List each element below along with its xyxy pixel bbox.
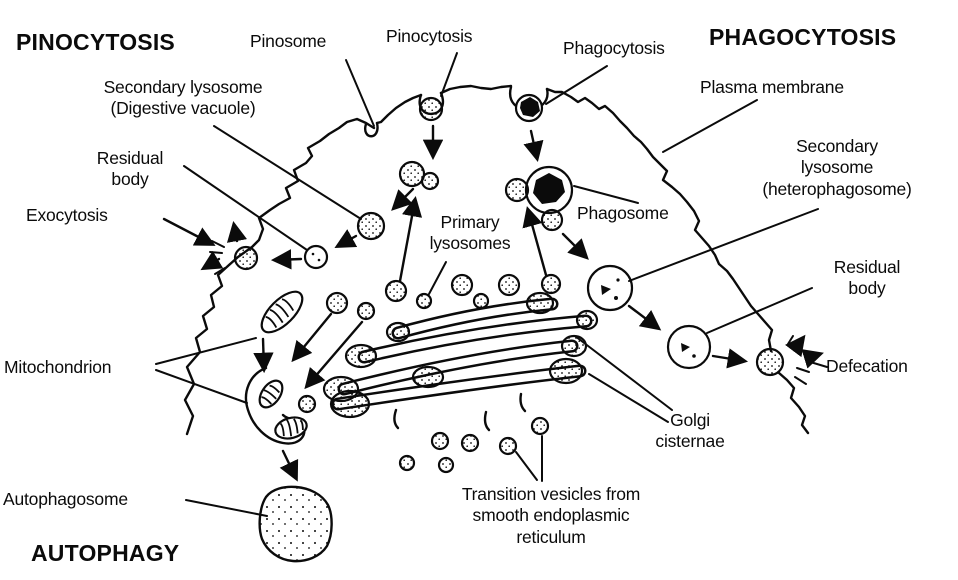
mitochondrion-shape xyxy=(255,285,309,339)
heterophagosome-shape xyxy=(588,266,632,310)
label-phagocytosis-site: Phagocytosis xyxy=(563,38,665,58)
pinocytosis-title: PINOCYTOSIS xyxy=(16,29,175,55)
phagocytosis-pathway xyxy=(506,95,783,375)
pinosome-vesicle-small xyxy=(422,173,438,189)
lysosome-fusing-vesicle xyxy=(506,179,528,201)
label-exocytosis: Exocytosis xyxy=(26,205,108,225)
pinosome-vesicle xyxy=(400,162,424,186)
autophagy-title: AUTOPHAGY xyxy=(31,540,180,566)
residual-body-left-shape xyxy=(235,247,257,269)
shrinking-vacuole xyxy=(305,246,327,268)
defecation-vesicle xyxy=(757,349,783,375)
pinosome-forming-vesicle xyxy=(420,98,442,120)
label-defecation: Defecation xyxy=(826,356,908,376)
secondary-lysosome-left-shape xyxy=(358,213,384,239)
pinocytosis-pathway xyxy=(235,98,444,269)
defecation-burst xyxy=(785,334,824,384)
exocytosis-burst xyxy=(200,220,248,274)
label-plasma-membrane: Plasma membrane xyxy=(700,77,844,97)
phagocytosis-title: PHAGOCYTOSIS xyxy=(709,24,897,50)
leader-lines xyxy=(156,53,827,516)
golgi-stack xyxy=(324,293,597,430)
phagosome-bud xyxy=(542,210,562,230)
mitochondria-autophagy xyxy=(246,285,332,561)
label-transition-vesicles: Transition vesicles from smooth endoplas… xyxy=(461,484,641,547)
plasma-membrane-outline xyxy=(185,86,808,434)
label-phagosome: Phagosome xyxy=(577,203,669,223)
autophagosome-shape xyxy=(260,487,332,561)
label-primary-lysosomes: Primary lysosomes xyxy=(429,212,511,254)
label-mitochondrion: Mitochondrion xyxy=(4,357,112,377)
label-pinocytosis-site: Pinocytosis xyxy=(386,26,473,46)
label-autophagosome: Autophagosome xyxy=(3,489,128,509)
primary-lysosome-vesicles xyxy=(291,195,560,390)
label-residual-body-left: Residual body xyxy=(96,148,164,190)
label-golgi-cisternae: Golgi cisternae xyxy=(655,410,725,452)
label-pinosome: Pinosome xyxy=(250,31,327,51)
label-secondary-lysosome-left: Secondary lysosome (Digestive vacuole) xyxy=(103,77,263,119)
label-residual-body-right: Residual body xyxy=(833,257,901,299)
empty-pit xyxy=(365,123,377,136)
transition-vesicles-group xyxy=(400,418,548,472)
label-secondary-lysosome-right: Secondary lysosome (heterophagosome) xyxy=(762,136,912,199)
